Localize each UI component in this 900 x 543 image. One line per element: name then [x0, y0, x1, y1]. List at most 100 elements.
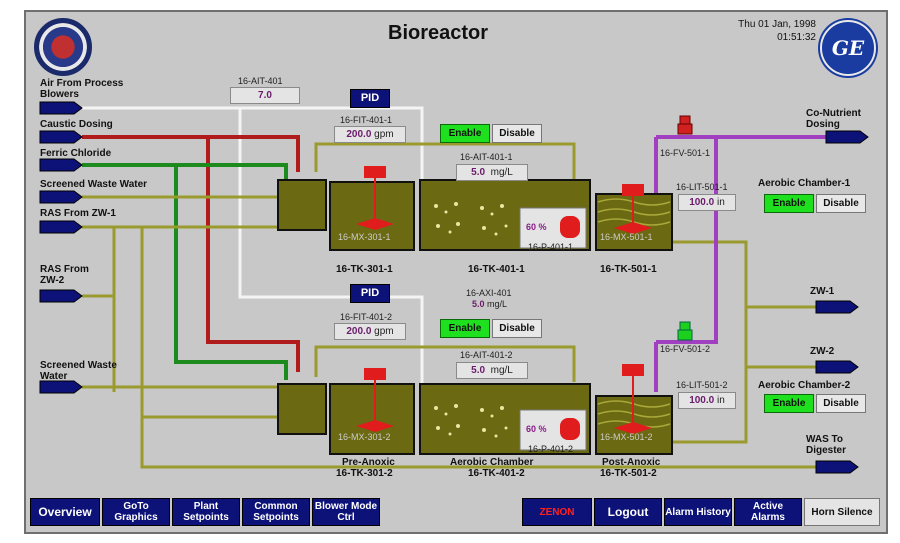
air-inlet-label: Air From Process Blowers: [40, 78, 124, 100]
zenon-button[interactable]: ZENON: [522, 498, 592, 526]
screened-inlet-label-2: Screened Waste Water: [40, 360, 117, 382]
train1-disable-button[interactable]: Disable: [492, 124, 542, 143]
ait-401-value: 7.0: [230, 87, 300, 104]
ait-401-1-unit: mg/L: [490, 167, 513, 178]
aerobic-chamber-label: Aerobic Chamber: [450, 457, 534, 468]
lit-501-2-tag: 16-LIT-501-2: [676, 380, 728, 390]
tank-501-1-label: 16-TK-501-1: [600, 264, 657, 275]
lit-501-2-value: 100.0 in: [678, 392, 736, 409]
datetime-display: Thu 01 Jan, 1998 01:51:32: [738, 18, 816, 44]
screened-inlet-label-1: Screened Waste Water: [40, 179, 148, 190]
fit-401-2-unit: gpm: [374, 326, 394, 337]
time-text: 01:51:32: [777, 32, 816, 43]
ras-zw2-label: RAS From ZW-2: [40, 264, 89, 286]
ras-zw1-label: RAS From ZW-1: [40, 208, 116, 219]
axi-401-tag: 16-AXI-401: [466, 288, 512, 298]
ait-401-1-number: 5.0: [471, 167, 486, 178]
tank-401-1-label: 16-TK-401-1: [468, 264, 525, 275]
mixer-301-2-label: 16-MX-301-2: [338, 432, 391, 442]
valve-fv-501-1: [677, 115, 693, 135]
lit-501-1-tag: 16-LIT-501-1: [676, 182, 728, 192]
was-outlet-label: WAS To Digester: [806, 434, 847, 456]
ait-401-2-number: 5.0: [471, 365, 486, 376]
ferric-pipe: [82, 163, 288, 184]
lit-501-1-unit: in: [717, 197, 725, 208]
ferric-inlet-label: Ferric Chloride: [40, 148, 112, 159]
bioreactor-screen: GE Bioreactor Thu 01 Jan, 1998 01:51:32: [24, 10, 888, 534]
zw1-outlet-label: ZW-1: [810, 286, 835, 297]
tank-401-2-label: 16-TK-401-2: [468, 468, 525, 479]
conutrient-pipe: [656, 135, 826, 344]
caustic-inlet-label: Caustic Dosing: [40, 119, 113, 130]
train1-enable-button[interactable]: Enable: [440, 124, 490, 143]
page-title: Bioreactor: [388, 22, 489, 44]
fit-401-2-tag: 16-FIT-401-2: [340, 312, 393, 322]
ait-401-tag: 16-AIT-401: [238, 76, 283, 86]
air-pipe-2: [238, 108, 424, 442]
zw2-outlet-label: ZW-2: [810, 346, 835, 357]
aerobic-chamber-1-label: Aerobic Chamber-1: [758, 178, 851, 189]
tank-301-2-label: 16-TK-301-2: [336, 468, 393, 479]
train2-enable-button[interactable]: Enable: [440, 319, 490, 338]
tank-301-1-label: 16-TK-301-1: [336, 264, 393, 275]
pid-button-1[interactable]: PID: [350, 89, 390, 108]
plant-setpoints-button[interactable]: Plant Setpoints: [172, 498, 240, 526]
axi-401-number: 5.0: [472, 299, 485, 309]
valve-fv-501-2: [677, 321, 693, 341]
post-anoxic-label: Post-Anoxic: [602, 457, 661, 468]
train2-disable-button[interactable]: Disable: [492, 319, 542, 338]
aerobic-chamber-1-disable-button[interactable]: Disable: [816, 194, 866, 213]
ait-401-2-value: 5.0 mg/L: [456, 362, 528, 379]
air-pipe: [82, 106, 424, 129]
pump-401-2-tag: 16-P-401-2: [528, 444, 574, 454]
agency-seal-icon: [34, 18, 92, 76]
logout-button[interactable]: Logout: [594, 498, 662, 526]
alarm-history-button[interactable]: Alarm History: [664, 498, 732, 526]
pid-button-2[interactable]: PID: [350, 284, 390, 303]
ait-401-1-value: 5.0 mg/L: [456, 164, 528, 181]
goto-graphics-button[interactable]: GoTo Graphics: [102, 498, 170, 526]
ait-401-2-tag: 16-AIT-401-2: [460, 350, 513, 360]
lit-501-1-number: 100.0: [689, 197, 715, 208]
aerobic-chamber-1-enable-button[interactable]: Enable: [764, 194, 814, 213]
lit-501-2-unit: in: [717, 395, 725, 406]
caustic-pipe: [82, 135, 300, 172]
fit-401-1-unit: gpm: [374, 129, 394, 140]
mixer-301-1-label: 16-MX-301-1: [338, 232, 391, 242]
axi-401-unit: mg/L: [487, 299, 508, 309]
tank-501-2-label: 16-TK-501-2: [600, 468, 657, 479]
fit-401-1-number: 200.0: [346, 129, 372, 140]
date-text: Thu 01 Jan, 1998: [738, 19, 816, 30]
pre-anoxic-label: Pre-Anoxic: [342, 457, 395, 468]
ait-401-1-tag: 16-AIT-401-1: [460, 152, 513, 162]
ge-logo-icon: GE: [820, 20, 876, 76]
axi-401-value: 5.0 mg/L: [472, 299, 507, 309]
pump-401-1-tag: 16-P-401-1: [528, 242, 574, 252]
common-setpoints-button[interactable]: Common Setpoints: [242, 498, 310, 526]
pipe-network: [39, 101, 869, 474]
aerobic-chamber-2-disable-button[interactable]: Disable: [816, 394, 866, 413]
pump-401-1-percent: 60 %: [526, 222, 547, 232]
blower-mode-button[interactable]: Blower Mode Ctrl: [312, 498, 380, 526]
ait-401-2-unit: mg/L: [490, 365, 513, 376]
overview-button[interactable]: Overview: [30, 498, 100, 526]
fv-501-1-tag: 16-FV-501-1: [660, 148, 711, 158]
aerobic-chamber-2-enable-button[interactable]: Enable: [764, 394, 814, 413]
mixer-501-1-label: 16-MX-501-1: [600, 232, 653, 242]
pump-401-2-percent: 60 %: [526, 424, 547, 434]
fit-401-1-tag: 16-FIT-401-1: [340, 115, 393, 125]
conutrient-label: Co-Nutrient Dosing: [806, 108, 861, 130]
lit-501-1-value: 100.0 in: [678, 194, 736, 211]
fv-501-2-tag: 16-FV-501-2: [660, 344, 711, 354]
fit-401-1-value: 200.0 gpm: [334, 126, 406, 143]
train1-tanks: [277, 166, 673, 251]
active-alarms-button[interactable]: Active Alarms: [734, 498, 802, 526]
horn-silence-button[interactable]: Horn Silence: [804, 498, 880, 526]
fit-401-2-number: 200.0: [346, 326, 372, 337]
mixer-501-2-label: 16-MX-501-2: [600, 432, 653, 442]
train2-tanks: [277, 364, 673, 455]
aerobic-chamber-2-label: Aerobic Chamber-2: [758, 380, 851, 391]
air-inlet-arrow: [39, 101, 83, 115]
lit-501-2-number: 100.0: [689, 395, 715, 406]
fit-401-2-value: 200.0 gpm: [334, 323, 406, 340]
